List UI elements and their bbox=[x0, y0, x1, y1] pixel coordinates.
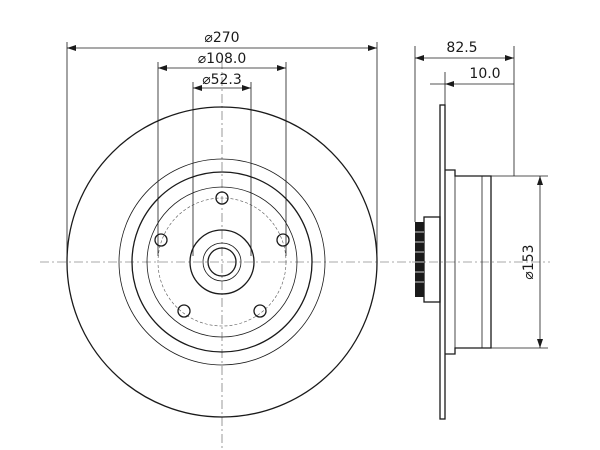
friction-ring-inner-edge bbox=[118, 158, 326, 366]
bolt-hole bbox=[177, 304, 191, 318]
bolt-hole bbox=[154, 233, 168, 247]
dim-pcd: ⌀108.0 bbox=[157, 51, 287, 256]
dim-disc-thickness: 10.0 bbox=[430, 66, 514, 105]
hub-outline bbox=[445, 169, 492, 355]
dim-hub-diameter: ⌀153 bbox=[491, 175, 548, 349]
dim-total-height: 82.5 bbox=[414, 40, 515, 222]
bearing-seal-ribs bbox=[415, 231, 424, 283]
bearing-seal bbox=[415, 222, 424, 297]
pcd-diameter-label: ⌀108.0 bbox=[198, 51, 247, 67]
bolt-pitch-circle bbox=[157, 197, 287, 327]
disc-thickness-label: 10.0 bbox=[469, 66, 500, 82]
bolt-hole bbox=[276, 233, 290, 247]
center-bore-label: ⌀52.3 bbox=[202, 72, 242, 88]
front-view: ⌀270 ⌀108.0 ⌀52.3 bbox=[40, 30, 412, 448]
bore-chamfer bbox=[202, 242, 242, 282]
bolt-hole bbox=[215, 191, 229, 205]
bearing-housing bbox=[423, 216, 441, 303]
dim-center-bore: ⌀52.3 bbox=[192, 72, 252, 256]
center-bore bbox=[207, 247, 237, 277]
total-height-label: 82.5 bbox=[446, 40, 477, 56]
dim-outer-diameter: ⌀270 bbox=[66, 30, 378, 256]
hat-face-ring bbox=[146, 186, 298, 338]
hub-boss bbox=[189, 229, 255, 295]
hub-diameter-label: ⌀153 bbox=[521, 244, 537, 279]
hat-outer-edge bbox=[131, 171, 313, 353]
outer-disc-edge bbox=[66, 106, 378, 418]
side-view: 82.5 10.0 ⌀153 bbox=[412, 40, 550, 420]
outer-diameter-label: ⌀270 bbox=[204, 30, 239, 46]
bolt-hole bbox=[253, 304, 267, 318]
